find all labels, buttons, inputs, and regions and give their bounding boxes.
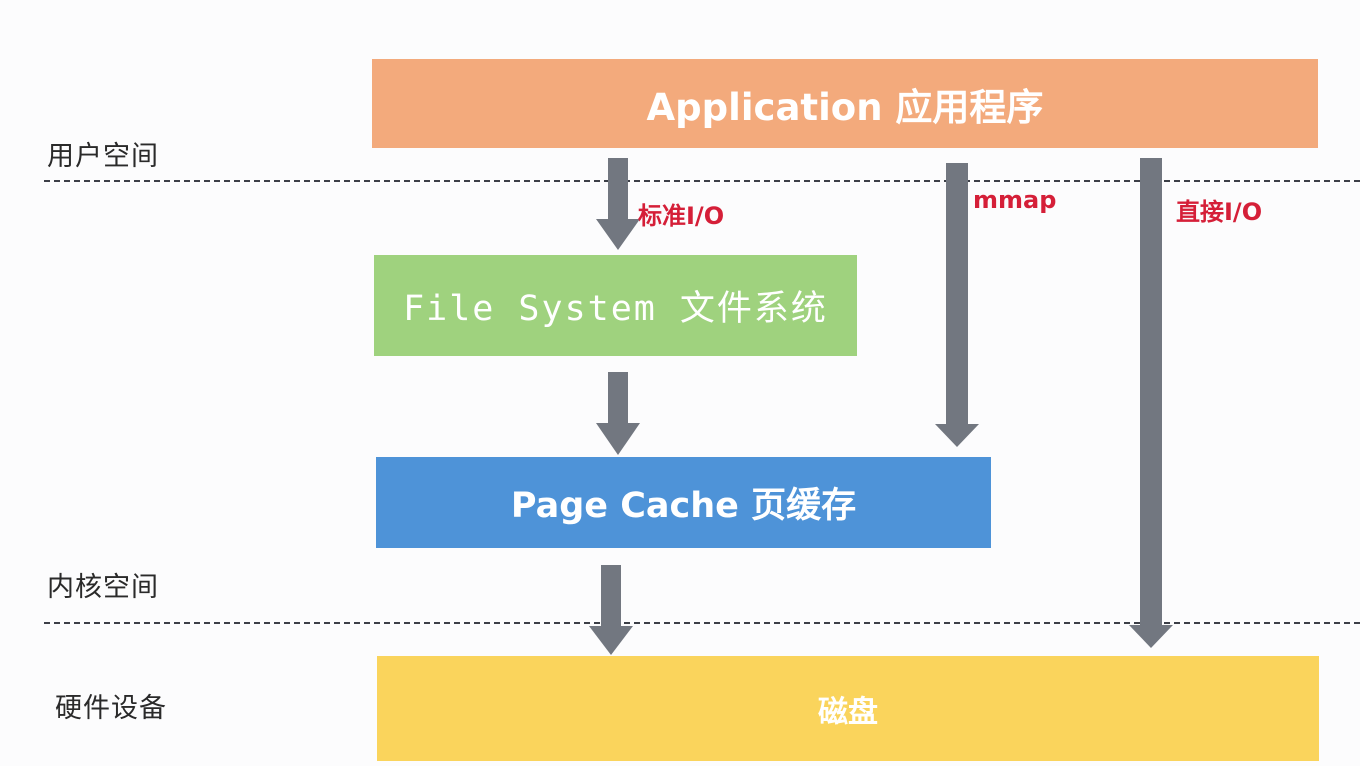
disk-label: 磁盘: [818, 694, 878, 730]
application-box: Application 应用程序: [372, 59, 1318, 148]
page-cache-label: Page Cache 页缓存: [510, 486, 857, 526]
user-kernel-divider: [44, 180, 1360, 182]
disk-box: 磁盘: [377, 656, 1319, 761]
arrow-fs-to-pagecache: [596, 372, 640, 455]
page-cache-box: Page Cache 页缓存: [376, 457, 991, 548]
kernel-hardware-divider: [44, 622, 1360, 624]
file-system-label: File System 文件系统: [403, 289, 828, 329]
direct-io-label: 直接I/O: [1176, 198, 1263, 226]
application-label: Application 应用程序: [646, 85, 1044, 129]
kernel-space-label: 内核空间: [47, 572, 159, 603]
standard-io-label: 标准I/O: [638, 202, 725, 230]
file-system-box: File System 文件系统: [374, 255, 857, 356]
arrow-app-to-fs: [596, 158, 640, 250]
arrow-pagecache-to-disk: [589, 565, 633, 655]
hardware-label: 硬件设备: [55, 693, 167, 724]
arrow-direct-io: [1129, 158, 1173, 648]
arrow-mmap: [935, 163, 979, 447]
user-space-label: 用户空间: [47, 141, 159, 172]
mmap-label: mmap: [973, 186, 1057, 214]
